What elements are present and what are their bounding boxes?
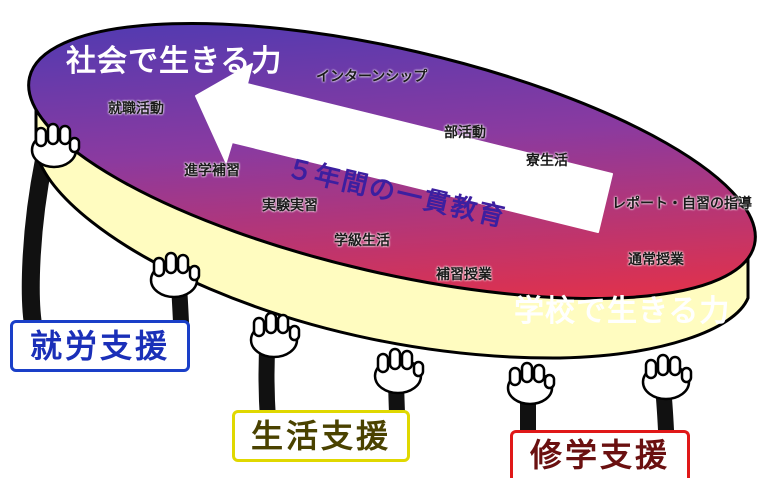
big-arrow	[195, 63, 613, 233]
hand-icon	[641, 353, 693, 401]
life-support-box: 生活支援	[232, 410, 410, 462]
activity-label: インターンシップ	[316, 69, 428, 85]
activity-label: 通常授業	[628, 252, 684, 268]
hand-icon	[249, 311, 301, 359]
study-support-box: 修学支援	[510, 430, 690, 478]
activity-label: 部活動	[444, 125, 486, 141]
hand-icons	[30, 122, 693, 406]
activity-label: 学級生活	[334, 233, 390, 249]
activity-label: 実験実習	[262, 198, 318, 214]
hand-icon	[373, 347, 425, 395]
hand-icon	[506, 361, 556, 406]
hand-icon	[30, 122, 81, 169]
activity-label: 就職活動	[108, 101, 164, 117]
hand-icon	[149, 251, 201, 299]
activity-label: 進学補習	[184, 163, 240, 179]
employment-support-box: 就労支援	[10, 320, 190, 372]
activity-label: 寮生活	[526, 153, 568, 169]
activity-label: レポート・自習の指導	[612, 196, 752, 212]
social-skills-title: 社会で生きる力	[66, 44, 283, 79]
activity-label: 補習授業	[436, 267, 492, 283]
school-skills-title: 学校で生きる力	[514, 294, 731, 329]
